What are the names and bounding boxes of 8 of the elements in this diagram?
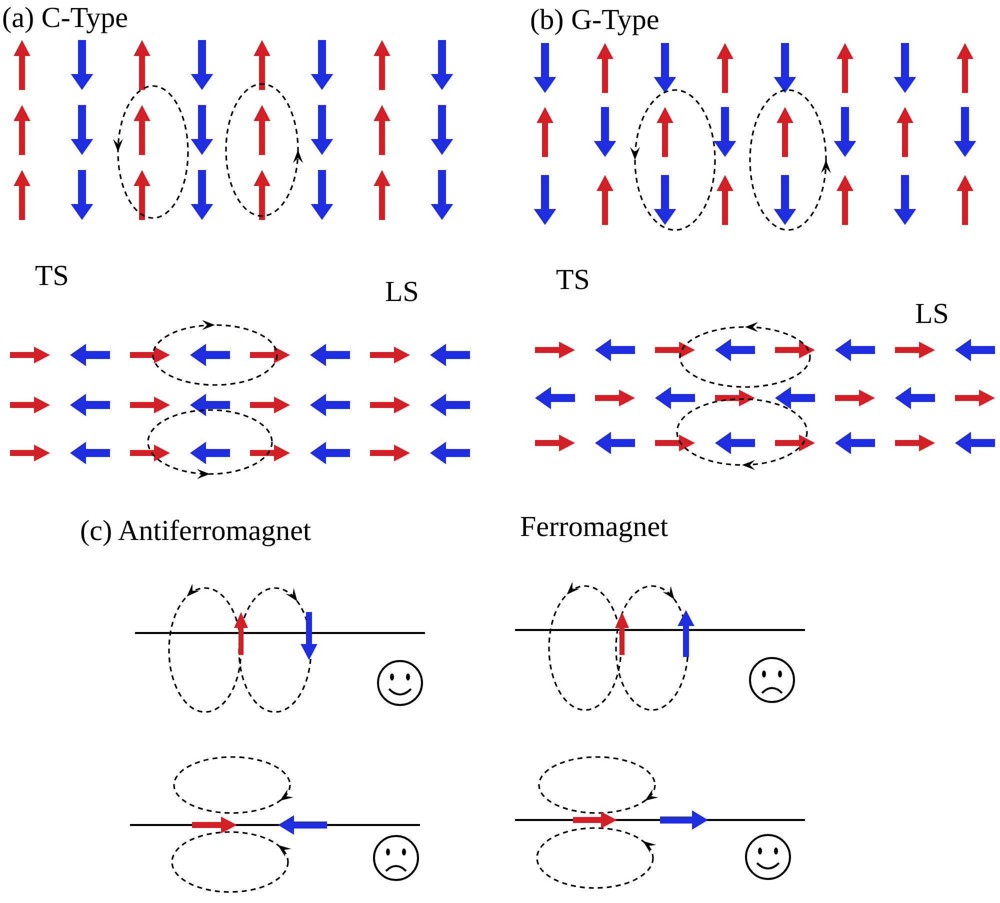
structure-label: LS	[385, 278, 419, 307]
panel-label: Ferromagnet	[520, 513, 668, 542]
structure-label: TS	[35, 262, 69, 291]
structure-label: LS	[915, 300, 949, 329]
structure-label: TS	[556, 266, 590, 295]
panel-label: (b) G-Type	[530, 6, 660, 35]
panel-label: (c) Antiferromagnet	[80, 517, 312, 546]
panel-label: (a) C-Type	[2, 4, 128, 33]
